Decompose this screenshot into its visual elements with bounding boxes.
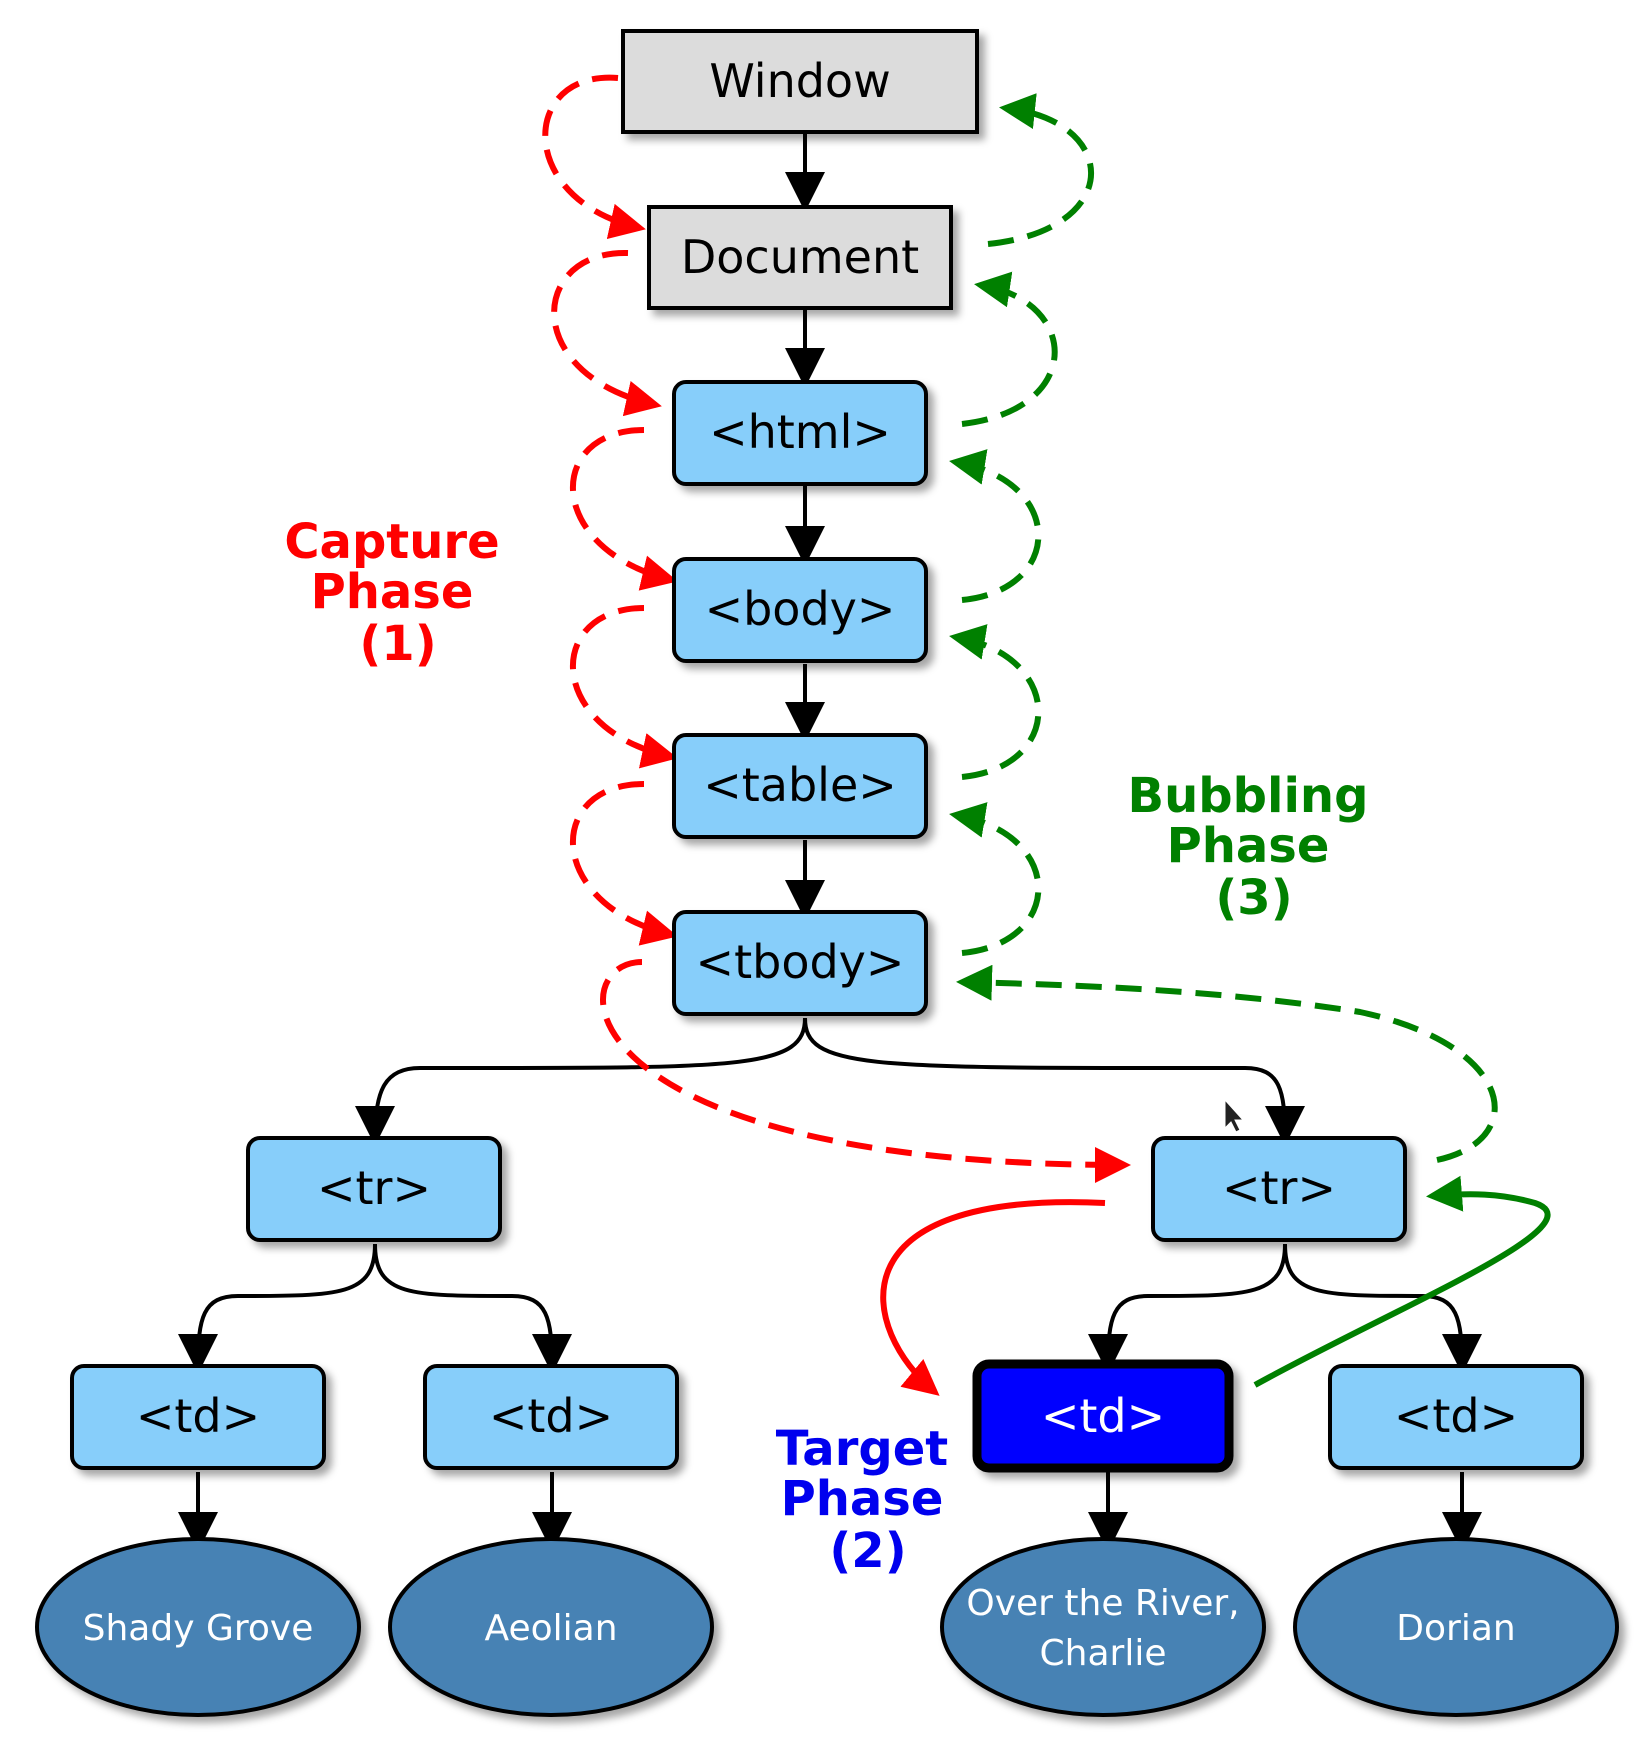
node-tbody: <tbody> <box>672 910 928 1016</box>
leaf-shady-grove-label: Shady Grove <box>83 1608 314 1649</box>
target-phase-line1: Target <box>776 1421 948 1477</box>
node-td-2: <td> <box>423 1364 679 1470</box>
node-td-1-label: <td> <box>136 1389 260 1443</box>
bubbling-phase-label: Bubbling Phase (3) <box>1128 768 1369 926</box>
node-tbody-label: <tbody> <box>696 935 905 989</box>
node-tr-right-label: <tr> <box>1222 1161 1336 1215</box>
node-tr-left: <tr> <box>246 1136 502 1242</box>
bubble-arrows <box>949 93 1498 1163</box>
bubble-arrow-target-tr <box>1253 1175 1551 1388</box>
node-table-label: <table> <box>703 758 897 812</box>
capture-arrows <box>542 74 1131 1183</box>
node-td-4-label: <td> <box>1394 1389 1518 1443</box>
node-td-target-label: <td> <box>1041 1389 1165 1443</box>
leaf-shady-grove: Shady Grove <box>35 1537 361 1717</box>
node-td-2-label: <td> <box>489 1389 613 1443</box>
bubble-arrow-body-html <box>949 449 1042 603</box>
edge-tbody-tr-left <box>355 1017 807 1146</box>
bubbling-phase-line1: Bubbling <box>1128 768 1369 824</box>
edge-tbody-tr-right <box>803 1017 1305 1146</box>
capture-phase-label: Capture Phase (1) <box>284 514 499 672</box>
edge-trleft-td1 <box>178 1243 377 1374</box>
leaf-over-the-river-line1: Over the River, <box>966 1583 1239 1624</box>
capture-arrow-tr-target <box>880 1199 1106 1396</box>
capture-arrow-window-document <box>542 74 646 239</box>
capture-phase-line1: Capture <box>284 514 499 570</box>
node-body: <body> <box>672 557 928 663</box>
edge-trright-tdtarget <box>1088 1243 1287 1374</box>
node-tr-left-label: <tr> <box>317 1161 431 1215</box>
bubbling-phase-line3: (3) <box>1215 870 1292 926</box>
bubble-arrow-html-document <box>961 271 1058 427</box>
capture-arrow-body-table <box>569 605 678 769</box>
node-html: <html> <box>672 380 928 486</box>
node-body-label: <body> <box>705 582 896 636</box>
target-phase-line2: Phase <box>781 1471 944 1527</box>
node-document-label: Document <box>681 230 919 284</box>
node-td-4: <td> <box>1328 1364 1584 1470</box>
leaf-aeolian: Aeolian <box>388 1537 714 1717</box>
node-tr-right: <tr> <box>1151 1136 1407 1242</box>
leaf-dorian: Dorian <box>1293 1537 1619 1717</box>
capture-arrow-tbody-tr <box>600 959 1131 1183</box>
bubble-arrow-tbody-table <box>949 802 1042 956</box>
capture-phase-line3: (1) <box>359 616 436 672</box>
bubble-arrow-table-body <box>949 624 1042 780</box>
capture-phase-line2: Phase <box>311 564 474 620</box>
capture-arrow-table-tbody <box>569 781 678 946</box>
tree-edges <box>178 132 1482 1552</box>
node-td-1: <td> <box>70 1364 326 1470</box>
mouse-cursor-icon <box>1224 1098 1245 1133</box>
leaf-over-the-river-line2: Charlie <box>1040 1633 1167 1674</box>
node-document: Document <box>647 205 953 310</box>
target-phase-label: Target Phase (2) <box>776 1421 948 1579</box>
edge-trright-td4 <box>1283 1243 1482 1374</box>
bubble-arrow-document-window <box>987 93 1094 247</box>
node-window-label: Window <box>709 54 890 108</box>
capture-arrow-document-html <box>551 249 662 417</box>
target-phase-line3: (2) <box>829 1523 906 1579</box>
node-td-target: <td> <box>972 1359 1234 1473</box>
leaf-dorian-label: Dorian <box>1396 1608 1515 1649</box>
bubble-arrow-tr-tbody <box>956 964 1498 1163</box>
capture-arrow-html-body <box>569 427 678 591</box>
bubbling-phase-line2: Phase <box>1167 818 1330 874</box>
node-html-label: <html> <box>709 405 891 459</box>
node-window: Window <box>621 29 979 134</box>
leaf-aeolian-label: Aeolian <box>484 1608 617 1649</box>
leaf-over-the-river: Over the River, Charlie <box>940 1537 1266 1717</box>
edge-trleft-td2 <box>373 1243 572 1374</box>
node-table: <table> <box>672 733 928 839</box>
